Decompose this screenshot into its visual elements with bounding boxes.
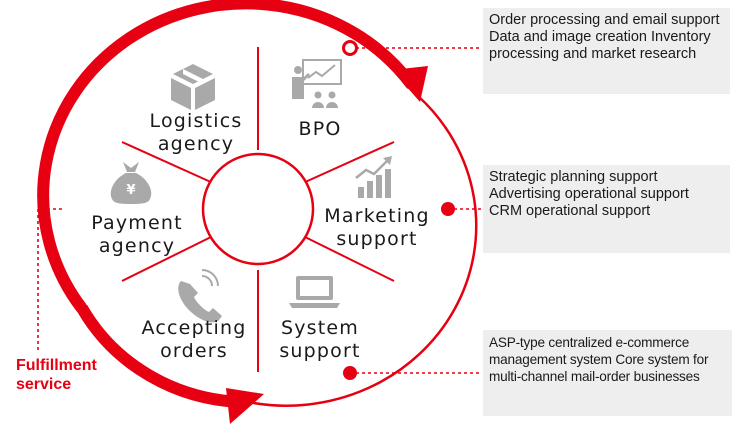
money-bag-icon: ¥ [110,162,152,204]
fulfillment-service-label: Fulfillment service [16,356,97,394]
connector-dot-bottom [343,366,357,380]
label-logistics-line-1: Logistics [149,110,243,132]
divider-lower-left [121,235,214,282]
divider-lower-right [302,235,395,282]
label-marketing-line-2: support [336,228,418,250]
connector-dot-top [342,40,358,56]
callout-bottom: ASP-type centralized e-commerce manageme… [483,330,732,416]
label-accepting-orders: Accepting orders [134,317,254,363]
callout-top-text: Order processing and email support Data … [489,12,720,62]
phone-icon [178,269,222,323]
outer-ring-lower-arc [76,305,241,408]
fulfillment-bracket [37,208,62,352]
divider-upper-right [302,141,395,184]
outer-ring-upper-arc [37,0,417,314]
callout-middle: Strategic planning support Advertising o… [483,165,730,253]
label-system-line-1: System [280,317,360,339]
box-icon [171,64,215,110]
label-accepting-line-1: Accepting [141,317,247,339]
outer-ring-thin-arc [247,95,478,407]
label-bpo-line-1: BPO [298,118,342,140]
svg-text:¥: ¥ [126,183,135,198]
label-marketing-support: Marketing support [316,205,438,251]
growth-chart-icon [355,156,392,198]
callout-bottom-text: ASP-type centralized e-commerce manageme… [489,335,709,384]
presentation-icon [292,59,342,108]
center-circle [201,152,315,266]
label-logistics-line-2: agency [157,133,235,155]
label-payment-agency: Payment agency [84,212,190,258]
ring-arrow-head-bottom [226,388,264,424]
label-marketing-line-1: Marketing [324,205,430,227]
callout-top: Order processing and email support Data … [483,8,730,94]
laptop-icon [289,276,340,308]
label-system-line-2: support [279,340,361,362]
ring-arrow-head-top [392,66,428,102]
callout-middle-text: Strategic planning support Advertising o… [489,169,689,219]
label-system-support: System support [272,317,368,363]
divider-upper-left [121,141,214,184]
label-logistics-agency: Logistics agency [140,110,252,156]
label-accepting-line-2: orders [160,340,228,362]
connector-dot-middle [441,202,455,216]
fulfillment-line-2: service [16,376,72,393]
label-payment-line-1: Payment [91,212,183,234]
label-bpo: BPO [288,118,352,141]
label-payment-line-2: agency [98,235,176,257]
fulfillment-line-1: Fulfillment [16,357,97,374]
